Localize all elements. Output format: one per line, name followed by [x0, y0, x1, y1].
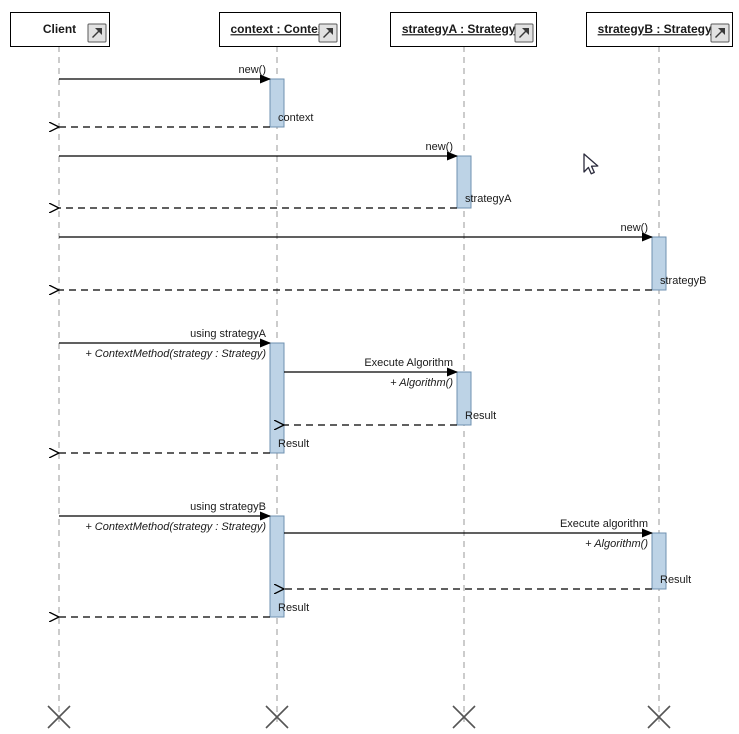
message-signature-m8: + Algorithm()	[390, 377, 453, 389]
message-m6[interactable]: strategyB	[59, 275, 706, 290]
destroy-markers-layer	[47, 705, 671, 729]
destroy-marker-context	[265, 705, 289, 729]
message-label-m11: using strategyB	[190, 501, 266, 513]
open-diagram-icon[interactable]	[87, 23, 107, 43]
message-label-m4: strategyA	[465, 193, 512, 205]
destroy-marker-strategyA	[452, 705, 476, 729]
message-label-m3: new()	[425, 141, 453, 153]
message-signature-m12: + Algorithm()	[585, 538, 648, 550]
activation-bar-strategyB[interactable]	[651, 532, 667, 590]
lifeline-head-label-client: Client	[43, 22, 76, 36]
message-m7[interactable]: using strategyA + ContextMethod(strategy …	[59, 328, 271, 360]
message-label-m12: Execute algorithm	[560, 518, 648, 530]
lifeline-head-label-strategyB: strategyB : StrategyB	[598, 22, 721, 36]
message-label-m10: Result	[278, 438, 309, 450]
message-signature-m7: + ContextMethod(strategy : Strategy)	[85, 348, 266, 360]
message-m12[interactable]: Execute algorithm + Algorithm()	[284, 518, 653, 550]
message-m14[interactable]: Result	[59, 602, 309, 617]
message-m8[interactable]: Execute Algorithm + Algorithm()	[284, 357, 458, 389]
destroy-marker-client	[47, 705, 71, 729]
lifeline-head-client[interactable]: Client	[10, 12, 110, 47]
destroy-marker-strategyB	[647, 705, 671, 729]
message-label-m7: using strategyA	[190, 328, 266, 340]
lifelines-layer	[58, 46, 660, 722]
message-m2[interactable]: context	[59, 112, 313, 127]
message-m1[interactable]: new()	[59, 64, 271, 84]
message-label-m2: context	[278, 112, 313, 124]
message-label-m14: Result	[278, 602, 309, 614]
activation-bar-strategyA[interactable]	[456, 155, 472, 209]
message-signature-m11: + ContextMethod(strategy : Strategy)	[85, 521, 266, 533]
message-m3[interactable]: new()	[59, 141, 458, 161]
lifeline-head-strategyA[interactable]: strategyA : StrategyA	[390, 12, 537, 47]
lifeline-head-strategyB[interactable]: strategyB : StrategyB	[586, 12, 733, 47]
lifeline-head-label-strategyA: strategyA : StrategyA	[402, 22, 525, 36]
open-diagram-icon[interactable]	[710, 23, 730, 43]
message-label-m9: Result	[465, 410, 496, 422]
activation-bar-strategyA[interactable]	[456, 371, 472, 426]
message-label-m6: strategyB	[660, 275, 706, 287]
message-m10[interactable]: Result	[59, 438, 309, 453]
open-diagram-icon[interactable]	[318, 23, 338, 43]
lifeline-heads-layer: Client context : Context strategyA : Strat…	[10, 12, 733, 47]
messages-layer: new() context new() strategyA new() strategyB…	[59, 64, 706, 617]
lifeline-head-context[interactable]: context : Context	[219, 12, 341, 47]
activation-bar-context[interactable]	[269, 78, 285, 128]
message-label-m1: new()	[238, 64, 266, 76]
message-m9[interactable]: Result	[284, 410, 496, 425]
activation-bar-context[interactable]	[269, 342, 285, 454]
message-m13[interactable]: Result	[284, 574, 691, 589]
lifeline-head-label-context: context : Context	[230, 22, 328, 36]
activations-layer	[269, 78, 667, 618]
lifeline-head-box-strategyB[interactable]	[586, 12, 733, 47]
message-m5[interactable]: new()	[59, 222, 653, 242]
activation-bar-strategyB[interactable]	[651, 236, 667, 291]
message-m11[interactable]: using strategyB + ContextMethod(strategy …	[59, 501, 271, 533]
message-label-m5: new()	[620, 222, 648, 234]
message-label-m8: Execute Algorithm	[364, 357, 453, 369]
lifeline-head-box-strategyA[interactable]	[390, 12, 537, 47]
message-label-m13: Result	[660, 574, 691, 586]
open-diagram-icon[interactable]	[514, 23, 534, 43]
message-m4[interactable]: strategyA	[59, 193, 512, 208]
